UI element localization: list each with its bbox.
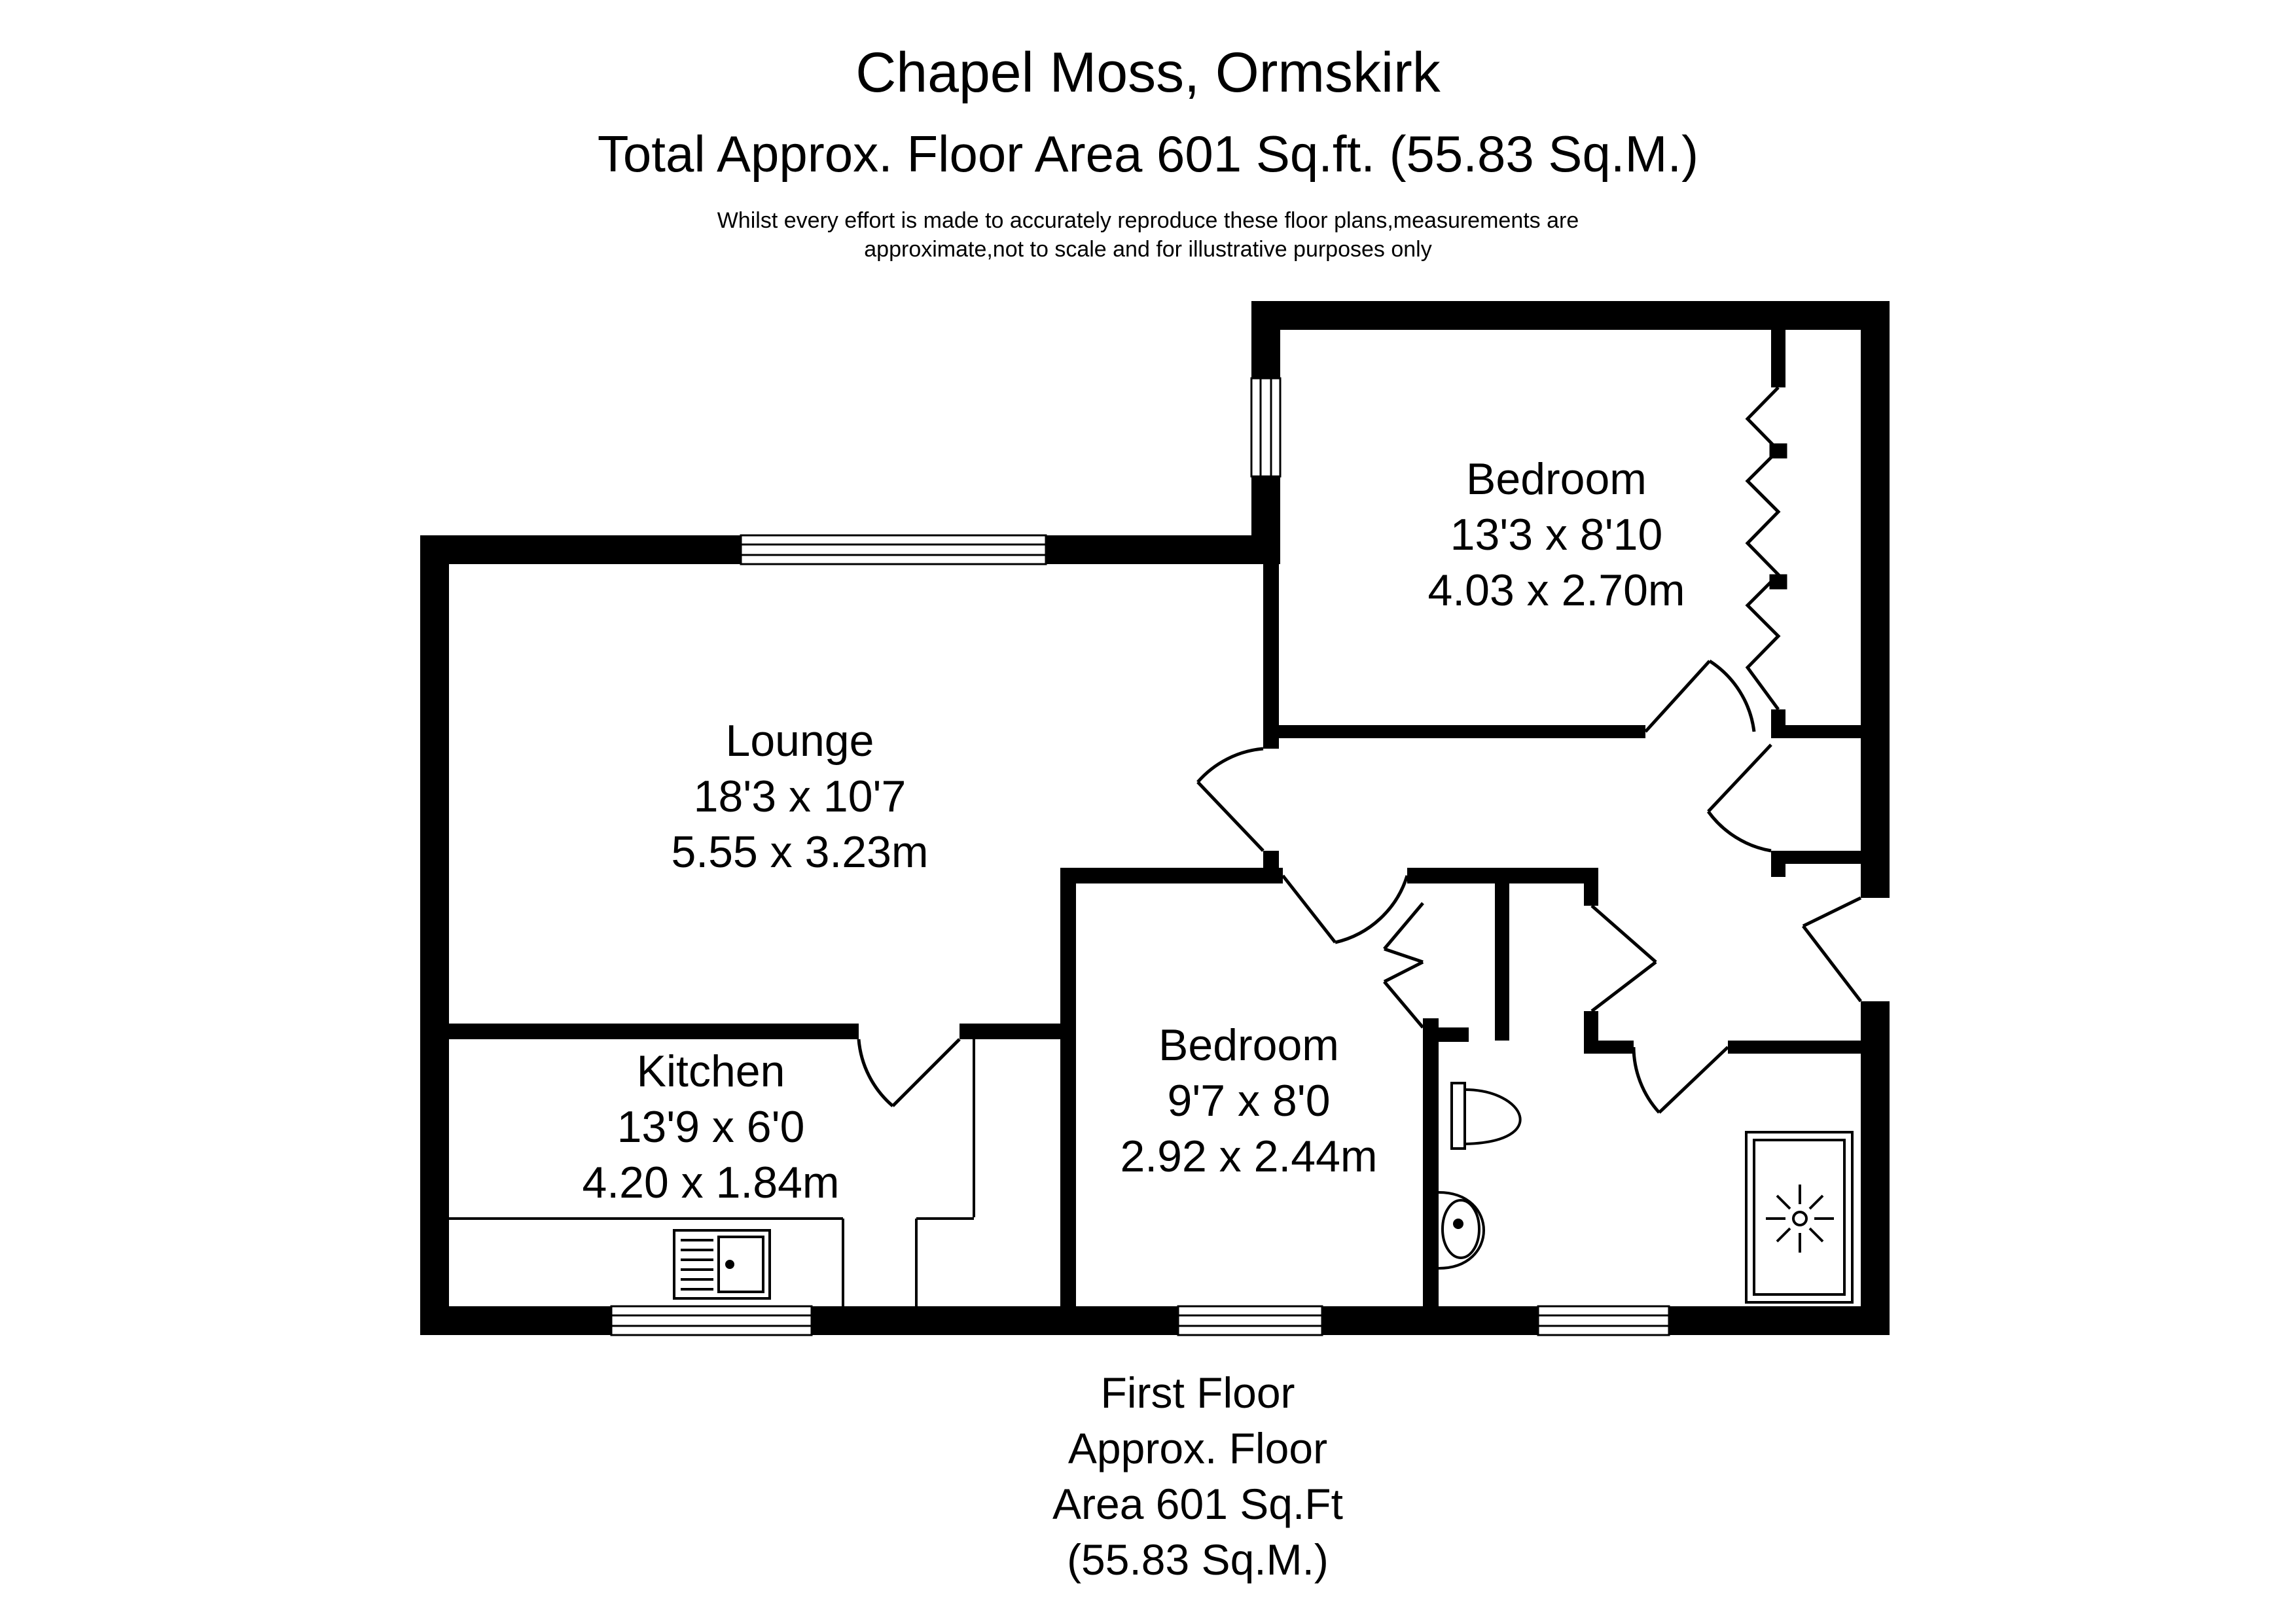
- room-metric: 4.20 x 1.84m: [582, 1158, 839, 1207]
- toilet-icon: [1450, 1082, 1522, 1150]
- wardrobe-doors: [1745, 386, 1787, 711]
- floor-label-line-4: (55.83 Sq.M.): [1067, 1535, 1329, 1584]
- room-kitchen: Kitchen 13'9 x 6'0 4.20 x 1.84m: [582, 1046, 839, 1207]
- room-imperial: 13'3 x 8'10: [1450, 510, 1663, 560]
- plan-title: Chapel Moss, Ormskirk: [855, 41, 1441, 104]
- floor-label-line-3: Area 601 Sq.Ft: [1052, 1480, 1343, 1528]
- room-lounge: Lounge 18'3 x 10'7 5.55 x 3.23m: [671, 716, 928, 877]
- shower-tray-icon: [1745, 1131, 1854, 1304]
- internal-walls: [449, 330, 1861, 1306]
- doors: [857, 659, 1862, 1114]
- room-imperial: 18'3 x 10'7: [694, 772, 906, 821]
- disclaimer-line-2: approximate,not to scale and for illustr…: [864, 237, 1432, 262]
- room-name: Bedroom: [1158, 1020, 1339, 1070]
- floor-label-line-2: Approx. Floor: [1067, 1424, 1328, 1472]
- kitchen-sink-icon: [673, 1229, 771, 1300]
- room-name: Kitchen: [637, 1046, 785, 1096]
- room-metric: 2.92 x 2.44m: [1120, 1132, 1377, 1181]
- room-bedroom-1: Bedroom 13'3 x 8'10 4.03 x 2.70m: [1427, 454, 1685, 615]
- room-name: Bedroom: [1466, 454, 1647, 504]
- room-name: Lounge: [726, 716, 874, 766]
- room-bedroom-2: Bedroom 9'7 x 8'0 2.92 x 2.44m: [1120, 1020, 1377, 1181]
- room-imperial: 9'7 x 8'0: [1167, 1076, 1330, 1126]
- room-metric: 4.03 x 2.70m: [1427, 565, 1685, 615]
- basin-icon: [1438, 1191, 1485, 1270]
- disclaimer-line-1: Whilst every effort is made to accuratel…: [717, 208, 1579, 233]
- kitchen-units: [449, 1039, 975, 1306]
- outer-walls: [420, 301, 1890, 1335]
- windows: [610, 377, 1670, 1336]
- floor-label-line-1: First Floor: [1100, 1368, 1295, 1417]
- total-area: Total Approx. Floor Area 601 Sq.ft. (55.…: [597, 125, 1699, 183]
- room-imperial: 13'9 x 6'0: [617, 1102, 805, 1152]
- room-metric: 5.55 x 3.23m: [671, 827, 928, 877]
